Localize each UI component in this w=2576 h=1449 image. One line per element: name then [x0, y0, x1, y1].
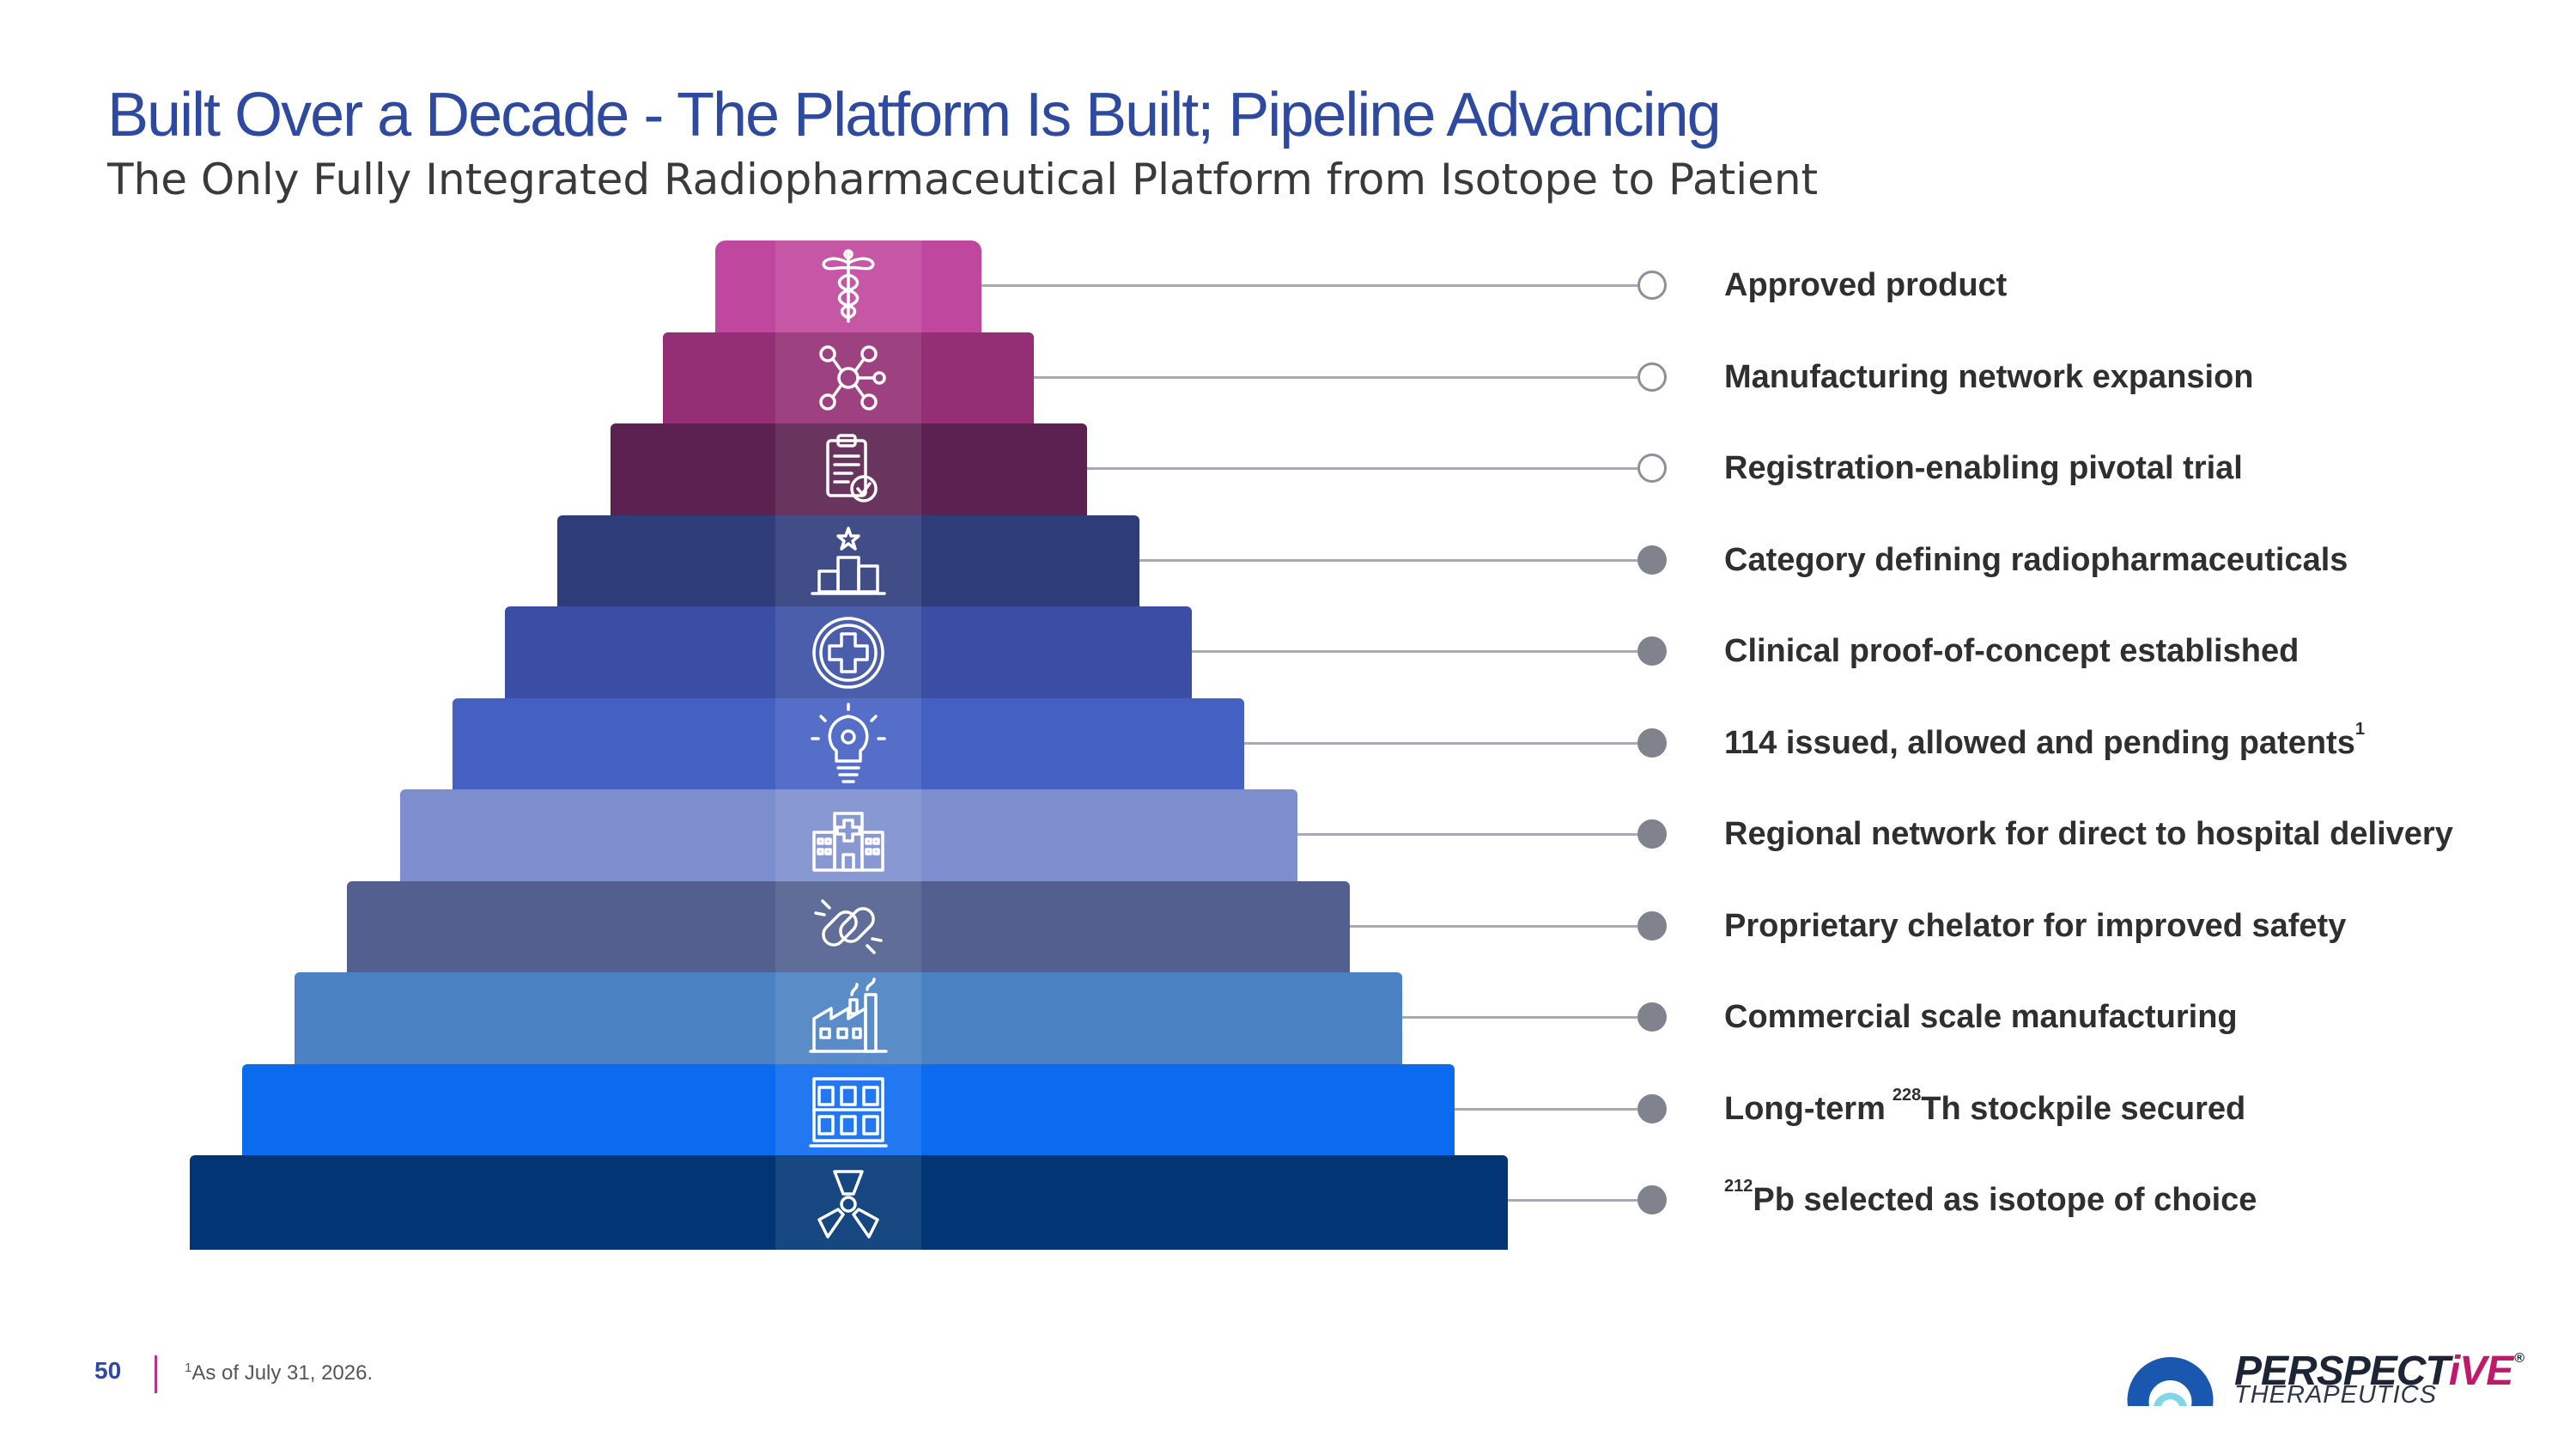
milestone-label: 114 issued, allowed and pending patents1 [1724, 721, 2365, 762]
milestone-label: Approved product [1724, 266, 2007, 304]
connector-line [1244, 741, 1637, 745]
milestone-label: Category defining radiopharmaceuticals [1724, 541, 2348, 579]
label-text: Manufacturing network expansion [1724, 358, 2254, 395]
pyramid-step [347, 880, 1350, 973]
milestone-filled-dot [1637, 636, 1667, 666]
pyramid-step [557, 514, 1139, 607]
hospital-icon [812, 812, 884, 872]
milestone-filled-dot [1637, 910, 1667, 941]
connector-line [981, 284, 1637, 287]
caduceus-icon [822, 249, 875, 323]
label-text: Pb selected as isotope of choice [1753, 1182, 2257, 1218]
label-text: 114 issued, allowed and pending patents [1724, 724, 2355, 761]
connector-line [1402, 1016, 1637, 1019]
footnote: 1As of July 31, 2026. [185, 1361, 373, 1385]
connector-line [1139, 558, 1637, 562]
step-center-band [775, 423, 921, 516]
label-text: Th stockpile secured [1921, 1090, 2246, 1127]
milestone-filled-dot [1637, 819, 1667, 849]
medical-cross-icon [812, 617, 884, 689]
pyramid-step [241, 1063, 1455, 1156]
footnote-text: As of July 31, 2026. [191, 1361, 374, 1385]
connector-line [1192, 650, 1637, 653]
pyramid-step [399, 789, 1297, 882]
footnote-marker: 1 [185, 1361, 192, 1375]
company-logo-subtitle: THERAPEUTICS [2234, 1381, 2437, 1409]
connector-line [1349, 924, 1637, 928]
step-center-band [775, 789, 921, 882]
radiation-icon [817, 1170, 879, 1239]
isotope-mass-number: 212 [1724, 1177, 1753, 1196]
milestone-label: Clinical proof-of-concept established [1724, 632, 2299, 670]
logo-name-accent: iVE [2448, 1349, 2513, 1394]
page-subtitle: The Only Fully Integrated Radiopharmaceu… [107, 155, 1819, 204]
milestone-open-dot [1637, 362, 1667, 392]
label-prefix: Long-term [1724, 1090, 1886, 1127]
step-center-band [775, 880, 921, 973]
milestone-filled-dot [1637, 728, 1667, 758]
label-text: Regional network for direct to hospital … [1724, 816, 2453, 852]
milestone-label: Proprietary chelator for improved safety [1724, 907, 2346, 945]
network-icon [819, 345, 886, 411]
logo-registered-mark: ® [2514, 1351, 2524, 1366]
connector-line [1297, 833, 1637, 836]
pyramid-step [715, 240, 981, 333]
label-text: Category defining radiopharmaceuticals [1724, 541, 2348, 578]
step-center-band [775, 606, 921, 699]
milestone-label: Commercial scale manufacturing [1724, 998, 2238, 1036]
milestone-filled-dot [1637, 1185, 1667, 1215]
pyramid-step [295, 972, 1402, 1065]
page-number: 50 [94, 1357, 122, 1384]
footer-divider [155, 1355, 157, 1393]
step-center-band [775, 332, 921, 424]
connector-line [1507, 1199, 1637, 1202]
connector-line [1455, 1107, 1637, 1111]
isotope-mass-number: 228 [1892, 1085, 1922, 1105]
label-text: Clinical proof-of-concept established [1724, 633, 2300, 669]
pyramid-step [610, 423, 1087, 516]
milestone-filled-dot [1637, 545, 1667, 575]
podium-icon [811, 527, 886, 595]
label-text: Proprietary chelator for improved safety [1724, 907, 2347, 944]
connector-line [1086, 467, 1637, 470]
milestone-label: Manufacturing network expansion [1724, 358, 2254, 396]
lightbulb-icon [811, 703, 886, 783]
milestone-filled-dot [1637, 1002, 1667, 1032]
pyramid-step [452, 697, 1245, 790]
milestone-label: Long-term 228Th stockpile secured [1724, 1087, 2246, 1128]
milestone-open-dot [1637, 271, 1667, 300]
label-text: Commercial scale manufacturing [1724, 999, 2238, 1035]
company-logo-name: PERSPECTiVE® [2234, 1336, 2524, 1394]
factory-icon [809, 977, 888, 1053]
milestone-label: Registration-enabling pivotal trial [1724, 449, 2243, 487]
milestone-open-dot [1637, 454, 1667, 483]
page-title: Built Over a Decade - The Platform Is Bu… [107, 81, 1722, 149]
chain-link-icon [814, 899, 883, 954]
label-text: Approved product [1724, 267, 2008, 303]
connector-line [1034, 375, 1637, 379]
clipboard-check-icon [826, 434, 878, 502]
perspective-logo-mark [2127, 1356, 2214, 1406]
pyramid-step [189, 1155, 1508, 1250]
pyramid-step [505, 606, 1192, 699]
pyramid-step [662, 332, 1035, 424]
milestone-label: Regional network for direct to hospital … [1724, 815, 2453, 853]
footnote-reference: 1 [2354, 719, 2365, 739]
milestone-label: 212Pb selected as isotope of choice [1724, 1178, 2257, 1219]
milestone-filled-dot [1637, 1093, 1667, 1123]
storage-rack-icon [809, 1077, 888, 1148]
label-text: Registration-enabling pivotal trial [1724, 450, 2243, 486]
logo-name-main: PERSPECT [2234, 1349, 2450, 1394]
